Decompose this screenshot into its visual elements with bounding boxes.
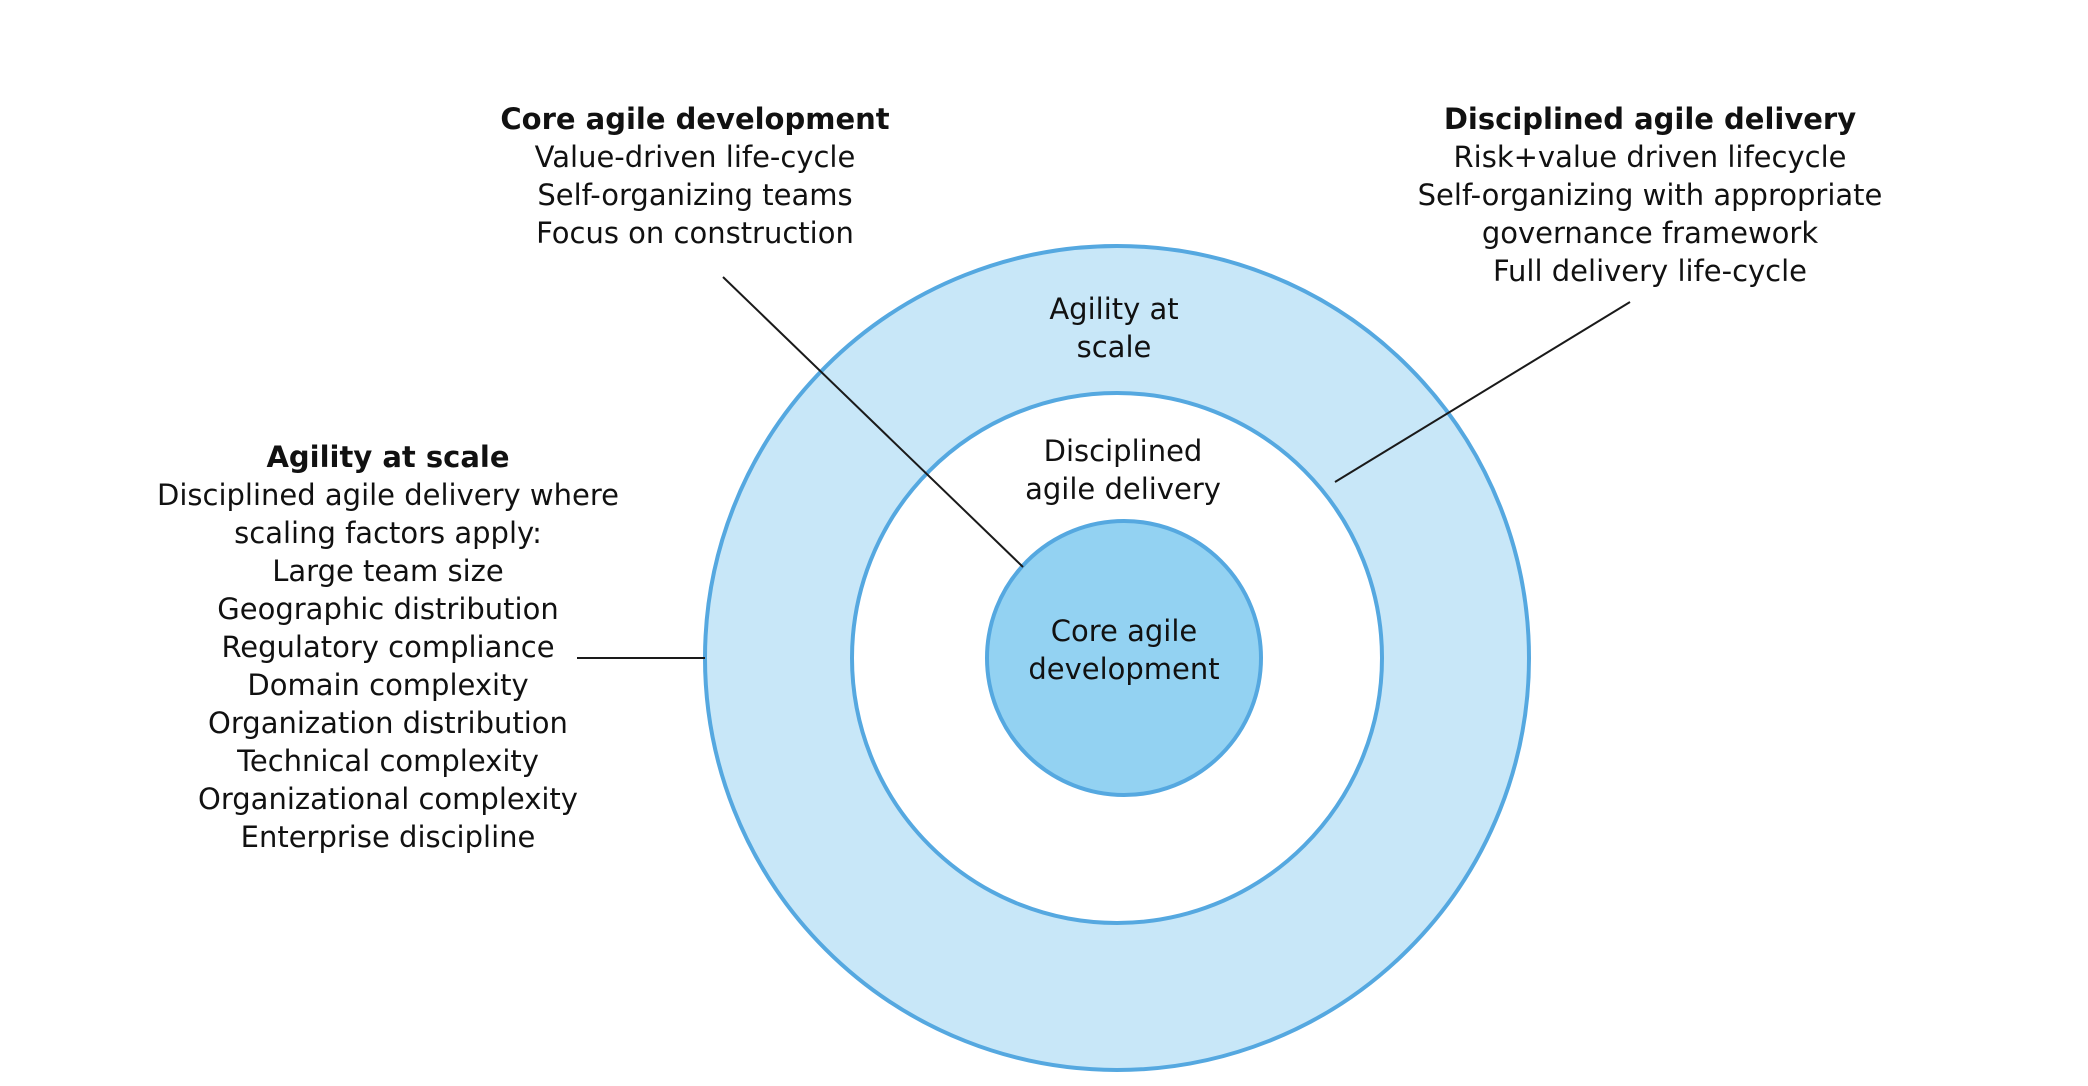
callout-agility-at-scale: Agility at scale Disciplined agile deliv… bbox=[157, 438, 619, 856]
callout-line: Enterprise discipline bbox=[240, 820, 536, 854]
leader-line-core bbox=[722, 276, 1024, 568]
callout-title: Agility at scale bbox=[266, 440, 510, 474]
callout-disciplined-agile-delivery: Disciplined agile delivery Risk+value dr… bbox=[1418, 100, 1883, 290]
outer-ring-label-line: Agility at bbox=[1049, 292, 1179, 326]
callout-line: governance framework bbox=[1481, 216, 1819, 250]
leader-line-disciplined bbox=[1334, 301, 1631, 483]
callout-line: Value-driven life-cycle bbox=[534, 140, 856, 174]
callout-line: Regulatory compliance bbox=[221, 630, 555, 664]
middle-ring-label: Disciplined agile delivery bbox=[1025, 432, 1221, 508]
callout-line: Focus on construction bbox=[536, 216, 854, 250]
callout-line: Domain complexity bbox=[247, 668, 529, 702]
callout-line: Geographic distribution bbox=[217, 592, 559, 626]
callout-line: Full delivery life-cycle bbox=[1492, 254, 1808, 288]
core-circle-label: Core agile development bbox=[1028, 612, 1219, 688]
callout-line: Disciplined agile delivery where bbox=[157, 478, 619, 512]
callout-line: Self-organizing teams bbox=[537, 178, 853, 212]
callout-line: scaling factors apply: bbox=[234, 516, 542, 550]
callout-line: Large team size bbox=[272, 554, 504, 588]
callout-line: Technical complexity bbox=[237, 744, 539, 778]
core-circle-label-line: development bbox=[1028, 652, 1220, 686]
core-circle-label-line: Core agile bbox=[1050, 614, 1198, 648]
middle-ring-label-line: Disciplined bbox=[1043, 434, 1203, 468]
callout-line: Organization distribution bbox=[208, 706, 568, 740]
outer-ring-label-line: scale bbox=[1076, 330, 1152, 364]
callout-core-agile-development: Core agile development Value-driven life… bbox=[500, 100, 889, 252]
callout-title: Core agile development bbox=[500, 102, 890, 136]
outer-ring-label: Agility at scale bbox=[1049, 290, 1178, 366]
core-circle bbox=[985, 519, 1263, 797]
middle-ring-label-line: agile delivery bbox=[1025, 472, 1221, 506]
callout-title: Disciplined agile delivery bbox=[1443, 102, 1857, 136]
callout-line: Risk+value driven lifecycle bbox=[1453, 140, 1847, 174]
callout-line: Organizational complexity bbox=[198, 782, 578, 816]
callout-line: Self-organizing with appropriate bbox=[1417, 178, 1883, 212]
